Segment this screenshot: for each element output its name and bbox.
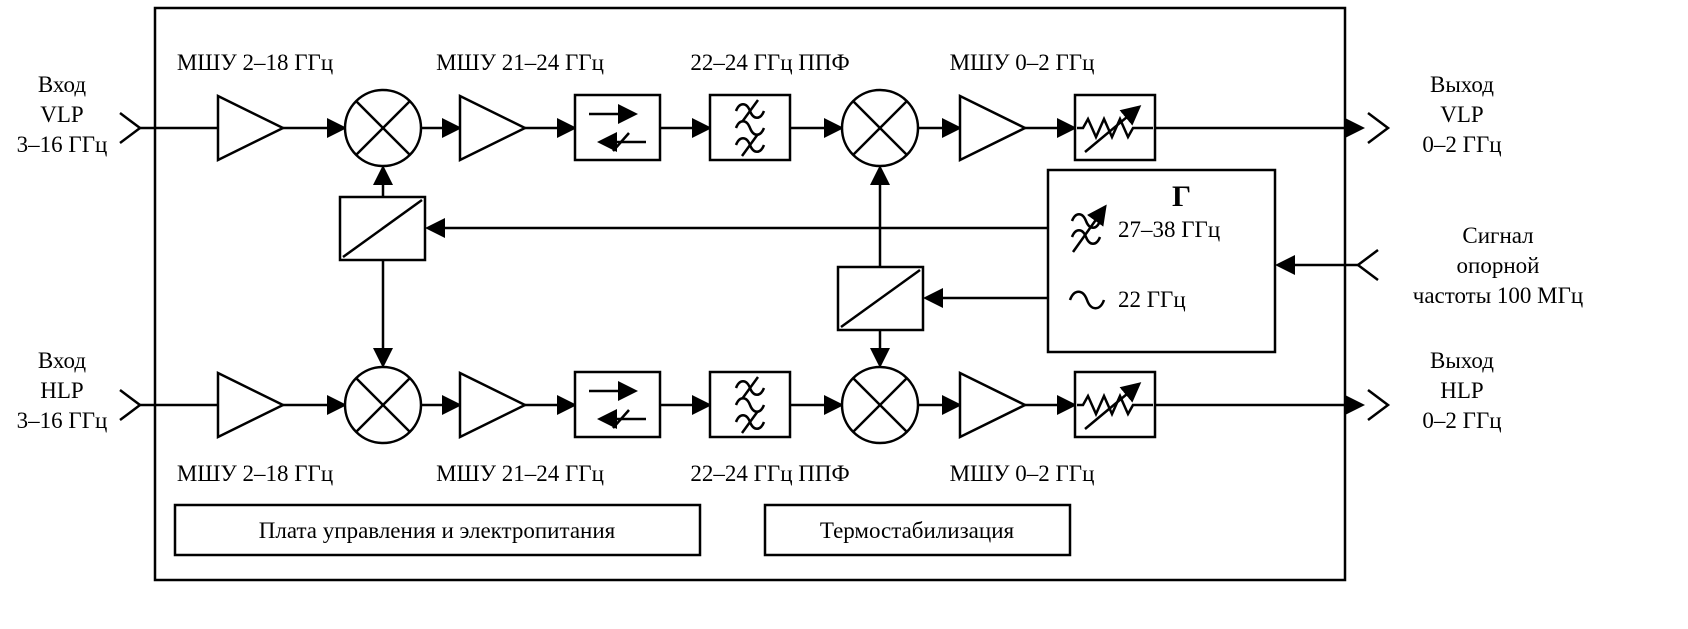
lo-corner-mark: Г bbox=[1172, 180, 1191, 213]
bandpass-filter-icon-vlp bbox=[708, 93, 792, 162]
lo-filter-label: 27–38 ГГц bbox=[1118, 217, 1220, 242]
label-lna-21-24-vlp: МШУ 21–24 ГГц bbox=[436, 50, 604, 75]
lo-oscillator-label: 22 ГГц bbox=[1118, 287, 1186, 312]
bandpass-filter-icon-hlp bbox=[708, 370, 792, 439]
label-bpf-vlp: 22–24 ГГц ППФ bbox=[690, 50, 849, 75]
power-splitter-icon-1 bbox=[338, 195, 427, 262]
input-vlp-label-1: Вход bbox=[38, 72, 86, 97]
mixer-icon-vlp-1 bbox=[343, 88, 423, 168]
reference-input bbox=[1275, 249, 1379, 281]
hlp-chain bbox=[119, 365, 1391, 445]
control-board-box bbox=[173, 503, 702, 557]
output-hlp-label-3: 0–2 ГГц bbox=[1422, 408, 1501, 433]
input-connector-vlp-icon bbox=[119, 112, 143, 144]
thermal-box bbox=[763, 503, 1072, 557]
label-lna-21-24-hlp: МШУ 21–24 ГГц bbox=[436, 461, 604, 486]
input-vlp-label-2: VLP bbox=[40, 102, 83, 127]
label-bpf-hlp: 22–24 ГГц ППФ bbox=[690, 461, 849, 486]
io-labels: Вход VLP 3–16 ГГц Вход HLP 3–16 ГГц Выхо… bbox=[17, 72, 1584, 433]
output-vlp-label-1: Выход bbox=[1430, 72, 1494, 97]
tunable-filter-icon bbox=[1070, 204, 1107, 253]
mixer-icon-hlp-1 bbox=[343, 365, 423, 445]
input-hlp-label-2: HLP bbox=[40, 378, 83, 403]
lo-distribution bbox=[338, 165, 1048, 368]
mixer-icon-vlp-2 bbox=[840, 88, 920, 168]
sine-oscillator-icon bbox=[1068, 290, 1106, 310]
module-boxes: Плата управления и электропитания Термос… bbox=[173, 503, 1072, 557]
power-splitter-icon-2 bbox=[836, 265, 925, 332]
label-lna-0-2-hlp: МШУ 0–2 ГГц bbox=[950, 461, 1095, 486]
output-hlp-label-2: HLP bbox=[1440, 378, 1483, 403]
label-lna-2-18-hlp: МШУ 2–18 ГГц bbox=[177, 461, 333, 486]
input-connector-hlp-icon bbox=[119, 389, 143, 421]
reference-label-1: Сигнал bbox=[1462, 223, 1533, 248]
label-lna-0-2-vlp: МШУ 0–2 ГГц bbox=[950, 50, 1095, 75]
lo-box-outline bbox=[1046, 168, 1277, 354]
reference-label-2: опорной bbox=[1457, 253, 1540, 278]
input-hlp-label-3: 3–16 ГГц bbox=[17, 408, 108, 433]
isolator-icon-hlp bbox=[575, 372, 660, 437]
lo-box: 27–38 ГГц 22 ГГц Г bbox=[1046, 168, 1277, 354]
vlp-chain bbox=[119, 88, 1391, 168]
reference-connector-icon bbox=[1355, 249, 1379, 281]
output-connector-hlp-icon bbox=[1367, 389, 1391, 421]
control-board-label: Плата управления и электропитания bbox=[259, 518, 616, 543]
isolator-icon-vlp bbox=[575, 95, 660, 160]
variable-attenuator-icon-hlp bbox=[1075, 372, 1155, 437]
variable-attenuator-icon-vlp bbox=[1075, 95, 1155, 160]
mixer-icon-hlp-2 bbox=[840, 365, 920, 445]
thermal-label: Термостабилизация bbox=[820, 518, 1015, 543]
output-hlp-label-1: Выход bbox=[1430, 348, 1494, 373]
output-connector-vlp-icon bbox=[1367, 112, 1391, 144]
component-labels: МШУ 2–18 ГГц МШУ 21–24 ГГц 22–24 ГГц ППФ… bbox=[177, 50, 1095, 486]
label-lna-2-18-vlp: МШУ 2–18 ГГц bbox=[177, 50, 333, 75]
output-vlp-label-3: 0–2 ГГц bbox=[1422, 132, 1501, 157]
input-vlp-label-3: 3–16 ГГц bbox=[17, 132, 108, 157]
output-vlp-label-2: VLP bbox=[1440, 102, 1483, 127]
reference-label-3: частоты 100 МГц bbox=[1413, 283, 1584, 308]
input-hlp-label-1: Вход bbox=[38, 348, 86, 373]
